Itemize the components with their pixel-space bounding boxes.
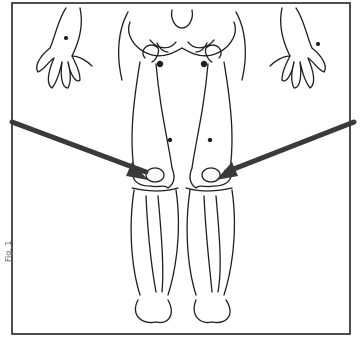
right-hand xyxy=(270,8,325,88)
left-side-outline xyxy=(119,12,128,80)
pelvis xyxy=(129,10,236,67)
figure-border xyxy=(12,3,350,334)
left-lower-leg xyxy=(131,190,178,323)
left-hand xyxy=(37,8,92,88)
right-side-outline xyxy=(236,12,245,80)
right-lower-leg xyxy=(187,190,234,323)
right-femur xyxy=(192,45,232,170)
arrow-left-knee xyxy=(12,122,148,180)
left-femur xyxy=(132,45,172,170)
figure-side-label: Fig. 1 xyxy=(4,241,13,263)
arrow-right-knee xyxy=(216,122,354,180)
